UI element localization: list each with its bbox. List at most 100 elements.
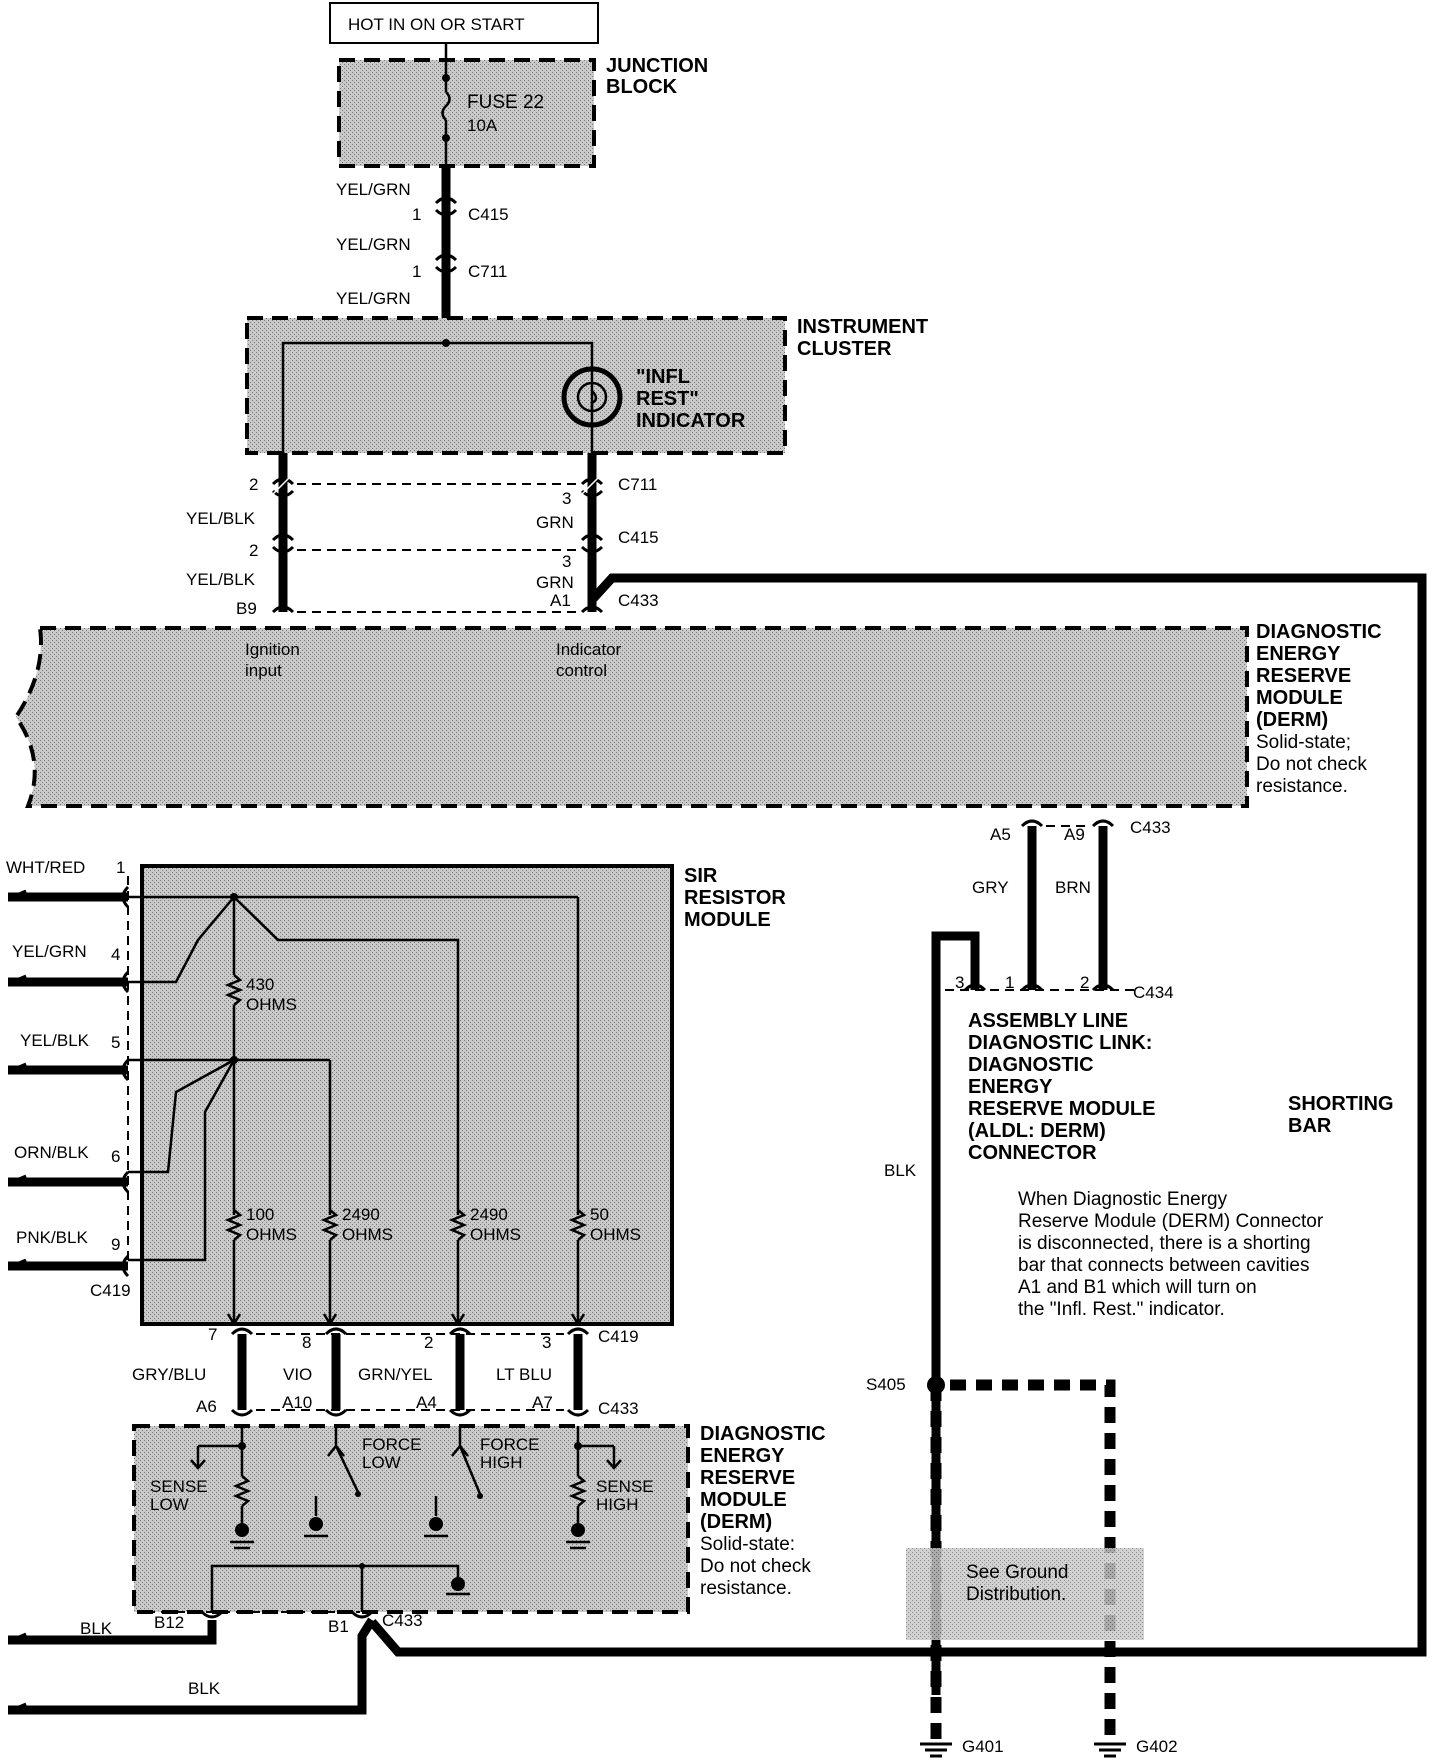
derm-indicator-control-1: Indicator <box>556 640 622 659</box>
out-wire-lt-blu: LT BLU <box>496 1365 552 1384</box>
aldl-title-6: (ALDL: DERM) <box>968 1120 1106 1142</box>
indicator-label-3: INDICATOR <box>636 410 746 432</box>
instrument-cluster-title-1: INSTRUMENT <box>797 316 928 338</box>
see-ground-box <box>906 1548 1144 1640</box>
instrument-cluster-title-2: CLUSTER <box>797 338 892 360</box>
out-pin-a10: A10 <box>282 1393 312 1412</box>
shorting-note-3: is disconnected, there is a shorting <box>1018 1233 1311 1254</box>
sir-pin-6: 6 <box>111 1147 120 1166</box>
sir-pin-9: 9 <box>111 1235 120 1254</box>
out-connector-c419: C419 <box>598 1327 639 1346</box>
derm-lower-box <box>132 1424 690 1614</box>
derm-lower-switch-labels: SENSE LOW FORCE LOW FORCE HIGH SENSE HIG… <box>150 1435 654 1514</box>
shorting-note-1: When Diagnostic Energy <box>1018 1189 1228 1210</box>
splice-label-s405: S405 <box>866 1375 906 1394</box>
sir-output-wires: 7 8 2 3 C419 GRY/BLU VIO GRN/YEL LT BLU … <box>132 1325 639 1418</box>
fuse-rating: 10A <box>467 116 498 135</box>
connector-c434: C434 <box>1133 983 1174 1002</box>
aldl-title-3: DIAGNOSTIC <box>968 1054 1094 1076</box>
derm-lower-circuit <box>190 1426 622 1612</box>
res-2490a-value: 2490 <box>342 1205 380 1224</box>
out-pin-a4: A4 <box>416 1393 437 1412</box>
sir-wire-yel-blk: YEL/BLK <box>20 1031 90 1050</box>
wire-yel-blk-2: YEL/BLK <box>186 570 256 589</box>
derm-lower-title-4: MODULE <box>700 1489 787 1511</box>
wire-gry: GRY <box>972 878 1009 897</box>
shorting-bar-title-1: SHORTING <box>1288 1093 1394 1115</box>
derm-upper-note-3: resistance. <box>1256 776 1348 797</box>
connector-c433-mid: C433 <box>618 591 659 610</box>
sir-pin-4: 4 <box>111 945 120 964</box>
aldl-title-2: DIAGNOSTIC LINK: <box>968 1032 1152 1054</box>
derm-upper-title-4: MODULE <box>1256 687 1343 709</box>
sense-low-1: SENSE <box>150 1477 208 1496</box>
junction-block-title-2: BLOCK <box>606 76 678 98</box>
feed-wire-yel-grn: YEL/GRN 1 C415 YEL/GRN 1 C711 YEL/GRN <box>336 166 509 338</box>
shorting-bar-wire <box>368 573 1427 1657</box>
pin-a9: A9 <box>1064 825 1085 844</box>
see-ground-2: Distribution. <box>966 1584 1066 1605</box>
pin-label-1b: 1 <box>412 262 421 281</box>
sir-resistor-labels: 430 OHMS 100 OHMS 2490 OHMS 2490 OHMS 50… <box>246 975 641 1244</box>
junction-block-box <box>337 58 596 168</box>
connector-c415-mid: C415 <box>618 528 659 547</box>
out-pin-a6: A6 <box>196 1397 217 1416</box>
sir-module-box <box>140 864 674 1326</box>
sir-title-2: RESISTOR <box>684 887 786 909</box>
sir-wire-orn-blk: ORN/BLK <box>14 1143 89 1162</box>
derm-ignition-input-1: Ignition <box>245 640 300 659</box>
aldl-pin-2: 2 <box>1080 973 1089 992</box>
out-wire-grn-yel: GRN/YEL <box>358 1365 433 1384</box>
ground-g401-icon <box>920 1742 952 1758</box>
out-pin-7: 7 <box>208 1325 217 1344</box>
sir-input-labels: WHT/RED 1 YEL/GRN 4 YEL/BLK 5 ORN/BLK 6 … <box>6 858 131 1300</box>
instrument-cluster-box <box>245 316 787 455</box>
sir-pin-1: 1 <box>116 858 125 877</box>
splice-s405 <box>927 1376 945 1394</box>
wire-label-yel-grn-3: YEL/GRN <box>336 289 411 308</box>
derm-lower-c433: C433 <box>382 1611 423 1630</box>
pin-a5: A5 <box>990 825 1011 844</box>
force-low-2: LOW <box>362 1453 401 1472</box>
aldl-pin-1: 1 <box>1005 973 1014 992</box>
derm-upper-note-2: Do not check <box>1256 754 1367 775</box>
wire-grn-1: GRN <box>536 513 574 532</box>
ground-g401-label: G401 <box>962 1737 1004 1756</box>
connector-c415-top: C415 <box>468 205 509 224</box>
wire-label-yel-grn-1: YEL/GRN <box>336 180 411 199</box>
fuse-symbol <box>441 91 451 121</box>
out-connector-c433: C433 <box>598 1399 639 1418</box>
indicator-label-1: "INFL <box>636 366 690 388</box>
derm-upper-box <box>13 626 1249 808</box>
res-2490b-unit: OHMS <box>470 1225 521 1244</box>
out-pin-2: 2 <box>424 1333 433 1352</box>
see-ground-1: See Ground <box>966 1562 1068 1583</box>
pin-b9: B9 <box>236 599 257 618</box>
sir-input-leads <box>8 885 130 1278</box>
res-430-value: 430 <box>246 975 274 994</box>
res-2490b-value: 2490 <box>470 1205 508 1224</box>
force-low-1: FORCE <box>362 1435 422 1454</box>
sir-wire-wht-red: WHT/RED <box>6 858 85 877</box>
derm-lower-title-2: ENERGY <box>700 1445 785 1467</box>
wire-label-yel-grn-2: YEL/GRN <box>336 235 411 254</box>
shorting-bar-title-2: BAR <box>1288 1115 1332 1137</box>
derm-lower-title: DIAGNOSTIC ENERGY RESERVE MODULE (DERM) … <box>700 1423 826 1599</box>
res-50-unit: OHMS <box>590 1225 641 1244</box>
connector-c711-mid: C711 <box>618 475 657 494</box>
fuse-name: FUSE 22 <box>467 92 544 113</box>
sir-wire-yel-grn: YEL/GRN <box>12 942 87 961</box>
junction-block: FUSE 22 10A JUNCTION BLOCK <box>337 43 708 168</box>
out-pin-a7: A7 <box>532 1393 553 1412</box>
aldl-title-4: ENERGY <box>968 1076 1053 1098</box>
pin-b12: B12 <box>154 1613 184 1632</box>
out-pin-3: 3 <box>542 1333 551 1352</box>
shorting-note-2: Reserve Module (DERM) Connector <box>1018 1211 1324 1232</box>
shorting-note-6: the "Infl. Rest." indicator. <box>1018 1299 1225 1320</box>
instrument-cluster: INSTRUMENT CLUSTER "INFL REST" INDICATOR <box>245 316 928 455</box>
derm-wire-blk-2: BLK <box>188 1679 221 1698</box>
pin-3-c415: 3 <box>562 552 571 571</box>
pin-3-c711: 3 <box>562 489 571 508</box>
res-100-unit: OHMS <box>246 1225 297 1244</box>
